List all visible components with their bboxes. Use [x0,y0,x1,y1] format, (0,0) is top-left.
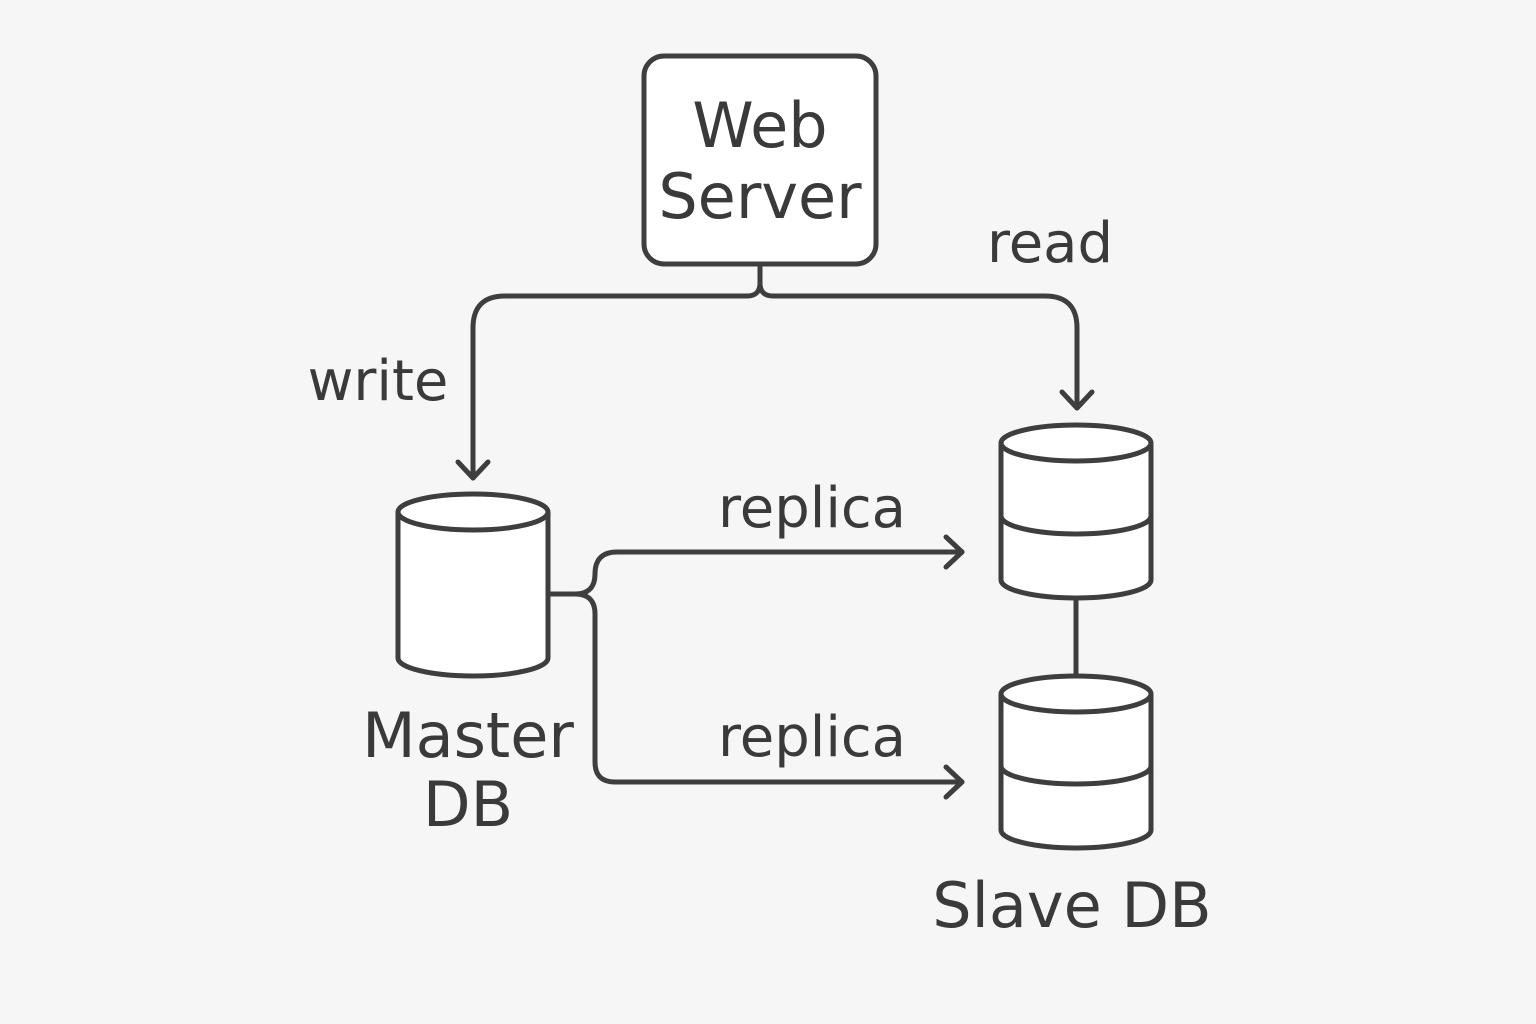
slave-db-bottom-cylinder-body [998,694,1154,851]
master-db-node[interactable] [395,491,551,679]
web-server-node[interactable]: Web Server [641,53,879,267]
write-edge-label: write [308,349,449,414]
master-db-label-line2: DB [423,768,513,841]
replica-connectors [547,534,965,800]
write-arrowhead-icon [455,459,491,481]
slave-db-top-node[interactable] [998,422,1154,601]
slave-db-top-cylinder-band [998,513,1154,537]
master-db-cylinder-top [395,491,551,533]
replica-top-arrowhead-icon [943,534,965,570]
slave-db-bottom-node[interactable] [998,673,1154,851]
write-connector-line [470,262,763,481]
read-edge-label: read [987,211,1113,276]
slave-db-label: Slave DB [932,869,1211,942]
replica-bottom-edge-label: replica [718,705,906,770]
server-branch-connector [455,262,1095,481]
replica-top-connector-line [547,549,965,597]
replica-bottom-connector-line [572,591,965,785]
web-server-label-line2: Server [658,160,862,233]
read-connector-line [757,280,1080,411]
read-arrowhead-icon [1059,389,1095,411]
slave-db-top-cylinder-top [998,422,1154,464]
slave-db-bottom-cylinder-band [998,763,1154,787]
master-db-label-line1: Master [362,699,574,772]
slave-db-bottom-cylinder-top [998,673,1154,715]
replica-bottom-arrowhead-icon [943,764,965,800]
slave-db-top-cylinder-body [998,443,1154,601]
replica-top-edge-label: replica [718,476,906,541]
web-server-label-line1: Web [692,89,827,162]
master-db-cylinder-body [395,512,551,679]
